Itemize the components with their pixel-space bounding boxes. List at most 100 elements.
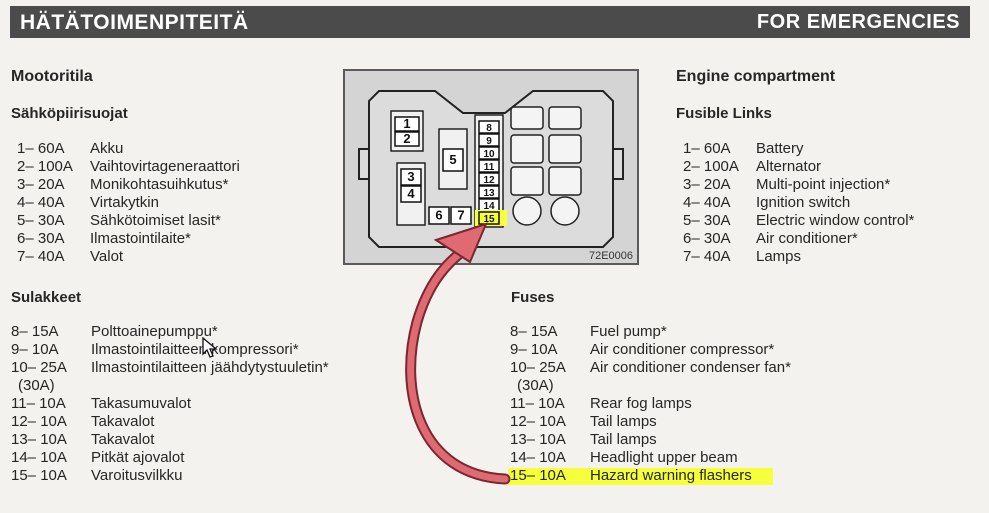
fuse-number-label: 13 bbox=[483, 188, 495, 199]
fuse-slot-9 bbox=[478, 133, 500, 147]
fuse-number-label: 3 bbox=[407, 169, 414, 184]
fuse-rating: 14– 10A bbox=[11, 449, 67, 466]
fuse-slot-5 bbox=[442, 148, 464, 172]
fuse-description: Tail lamps bbox=[590, 413, 657, 430]
fuse-description: Rear fog lamps bbox=[590, 395, 692, 412]
fuse-rating: 8– 15A bbox=[11, 323, 59, 340]
fuse-number-label: 12 bbox=[483, 175, 495, 186]
fuse-description: Virtakytkin bbox=[90, 194, 159, 211]
relay-1-shape bbox=[510, 106, 544, 130]
fuse-description: Sähkötoimiset lasit* bbox=[90, 212, 221, 229]
fuse-description: Tail lamps bbox=[590, 431, 657, 448]
fuse-description: Varoitusvilkku bbox=[91, 467, 183, 484]
fuse-rating: 14– 10A bbox=[510, 449, 566, 466]
fuse-rating: 12– 10A bbox=[510, 413, 566, 430]
fuse-number-label: 9 bbox=[486, 136, 492, 147]
fuse-rating: 11– 10A bbox=[510, 395, 565, 412]
relay-2-shape bbox=[548, 106, 582, 130]
fuse-description: Monikohtasuihkutus* bbox=[90, 176, 229, 193]
fusible-links-title-fi: Sähköpiirisuojat bbox=[11, 105, 128, 122]
fuse-slot-6 bbox=[428, 206, 450, 225]
fuse-rating: 13– 10A bbox=[510, 431, 566, 448]
relay-4-shape bbox=[548, 134, 582, 164]
fuse-rating: 5– 30A bbox=[683, 212, 731, 229]
fuse-slot-3 bbox=[400, 168, 422, 186]
fuse-description: Vaihtovirtageneraattori bbox=[90, 158, 240, 175]
relay-6-shape bbox=[548, 166, 582, 196]
fuse-description: Battery bbox=[756, 140, 804, 157]
fuse-rating: 2– 100A bbox=[17, 158, 73, 175]
fuse-description: Fuel pump* bbox=[590, 323, 667, 340]
fuse-rating: 3– 20A bbox=[17, 176, 65, 193]
fuse-rating: 6– 30A bbox=[17, 230, 65, 247]
fuse-description: Air conditioner* bbox=[756, 230, 858, 247]
fuse-number-label: 15 bbox=[483, 214, 495, 225]
fuse-description: Ignition switch bbox=[756, 194, 851, 211]
relay-5-shape bbox=[510, 166, 544, 196]
relay-7-shape bbox=[512, 196, 542, 226]
fuse-rating: 6– 30A bbox=[683, 230, 731, 247]
fuse-number-label: 14 bbox=[483, 201, 495, 212]
arrow-shaft bbox=[407, 242, 509, 483]
fuse-description: Multi-point injection* bbox=[756, 176, 891, 193]
header-title-fi: HÄTÄTOIMENPITEITÄ bbox=[20, 11, 249, 34]
fuse-description: Takavalot bbox=[91, 431, 155, 448]
fuse-slot-8 bbox=[478, 120, 500, 134]
fuse-number-label: 6 bbox=[435, 208, 442, 223]
fuse-rating: 7– 40A bbox=[17, 248, 65, 265]
fuse-rating: 7– 40A bbox=[683, 248, 731, 265]
fuse-rating: 15– 10A bbox=[11, 467, 67, 484]
fuse-description: Pitkät ajovalot bbox=[91, 449, 185, 466]
fuse-rating: 10– 25A bbox=[510, 359, 566, 376]
fuse-number-label: 5 bbox=[449, 152, 456, 167]
fuse-slot-2 bbox=[394, 131, 420, 147]
fuse-slot-7 bbox=[450, 206, 472, 225]
fuse-rating: 8– 15A bbox=[510, 323, 558, 340]
fuse-rating: 1– 60A bbox=[683, 140, 731, 157]
fuse-description: Air conditioner compressor* bbox=[590, 341, 775, 358]
section-title-en: Engine compartment bbox=[676, 68, 836, 85]
fuse-rating: 10– 25A bbox=[11, 359, 67, 376]
fuse-rating: 4– 40A bbox=[683, 194, 731, 211]
fuses-title-en: Fuses bbox=[511, 289, 555, 306]
fuse-slot-12 bbox=[478, 172, 500, 186]
fuse-description: Takavalot bbox=[91, 413, 155, 430]
fuse-number-label: 1 bbox=[403, 116, 410, 131]
relay-3-shape bbox=[510, 134, 544, 164]
fuse-number-label: 8 bbox=[486, 123, 492, 134]
fuse-rating: 9– 10A bbox=[510, 341, 558, 358]
section-title-fi: Mootoritila bbox=[11, 68, 93, 85]
fuse-description: Hazard warning flashers bbox=[590, 467, 752, 484]
fuse-description: Ilmastointilaite* bbox=[90, 230, 191, 247]
fuse-rating: 12– 10A bbox=[11, 413, 67, 430]
fuse-description: Akku bbox=[90, 140, 124, 157]
page-header: HÄTÄTOIMENPITEITÄ FOR EMERGENCIES bbox=[10, 6, 970, 38]
diagram-code: 72E0006 bbox=[589, 250, 633, 262]
fuse-rating: 9– 10A bbox=[11, 341, 59, 358]
fuse-rating: 2– 100A bbox=[683, 158, 739, 175]
mouse-cursor-icon bbox=[202, 337, 218, 358]
fuse-number-label: 4 bbox=[407, 186, 415, 201]
fuse-number-label: 11 bbox=[484, 162, 495, 173]
header-title-en: FOR EMERGENCIES bbox=[756, 11, 960, 33]
fuse-number-label: 10 bbox=[483, 149, 495, 160]
fuse-rating: 4– 40A bbox=[17, 194, 65, 211]
fuse-description: Alternator bbox=[756, 158, 822, 175]
fuse-slot-1 bbox=[394, 116, 420, 132]
fuse-slot-15 bbox=[478, 211, 500, 225]
arrow-shaft-outline bbox=[405, 240, 511, 485]
fuse-rating: 5– 30A bbox=[17, 212, 65, 229]
highlight-marker bbox=[508, 468, 773, 485]
fusible-links-title-en: Fusible Links bbox=[676, 105, 772, 122]
relay-8-shape bbox=[550, 196, 580, 226]
fuse-description: Lamps bbox=[756, 248, 802, 265]
fuse-description: Ilmastointilaitteen kompressori* bbox=[91, 341, 299, 358]
fuse-rating: (30A) bbox=[18, 377, 55, 394]
fuse-rating: 11– 10A bbox=[11, 395, 66, 412]
fuse-description: Takasumuvalot bbox=[91, 395, 192, 412]
fuse-description: Headlight upper beam bbox=[590, 449, 738, 466]
fuse-slot-10 bbox=[478, 146, 500, 160]
